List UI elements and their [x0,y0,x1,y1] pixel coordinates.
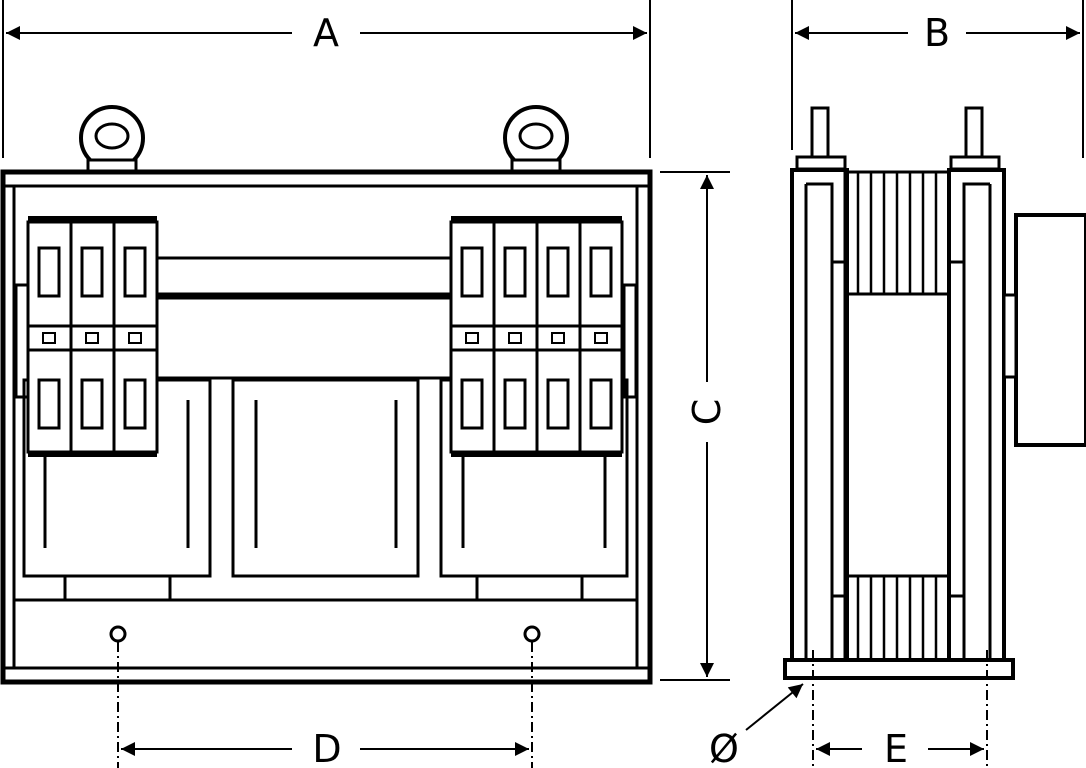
terminal-screw [85,332,99,344]
core-yoke-upper [153,256,457,296]
terminal-block-right [449,216,624,457]
terminal-screw [465,332,479,344]
mounting-hole-left [109,625,127,643]
dim-b-label: B [924,11,950,55]
terminal-screw [128,332,142,344]
terminal-window-upper [80,246,104,298]
diameter-leader [745,683,804,731]
dimension-lines [6,26,1080,768]
core-yoke-middle [153,296,457,380]
top-stud-right [949,106,1001,171]
terminal-screw [42,332,56,344]
terminal-window-upper [37,246,61,298]
diameter-label: Ø [709,727,739,768]
terminal-window-lower [123,378,147,430]
terminal-screw [551,332,565,344]
mounting-hole-right [523,625,541,643]
dim-a-label: A [313,11,339,55]
side-view [783,0,1086,680]
coil-window [843,292,951,578]
dim-d-label: D [312,727,341,768]
clamp-channel-left [790,168,849,672]
lifting-eye-left [79,105,145,174]
terminal-window-upper [503,246,527,298]
dim-e-label: E [884,727,908,768]
lamination-stack-bottom [843,574,951,670]
terminal-window-lower [589,378,613,430]
front-frame-outer [0,169,653,685]
clamp-channel-right [947,168,1006,672]
terminal-window-upper [589,246,613,298]
terminal-block-left [26,216,159,457]
terminal-window-lower [460,378,484,430]
terminal-window-upper [460,246,484,298]
lifting-eye-right [503,105,569,174]
terminal-screw [508,332,522,344]
base-foot [783,658,1015,680]
terminal-screw [594,332,608,344]
front-view [0,0,653,685]
coil-center [231,378,420,578]
terminal-window-lower [546,378,570,430]
terminal-window-upper [546,246,570,298]
dim-c-label: C [685,399,729,426]
top-stud-left [795,106,847,171]
terminal-window-upper [123,246,147,298]
terminal-window-lower [503,378,527,430]
lamination-stack-top [843,170,951,296]
terminal-block-side [1014,213,1086,447]
terminal-window-lower [80,378,104,430]
terminal-window-lower [37,378,61,430]
